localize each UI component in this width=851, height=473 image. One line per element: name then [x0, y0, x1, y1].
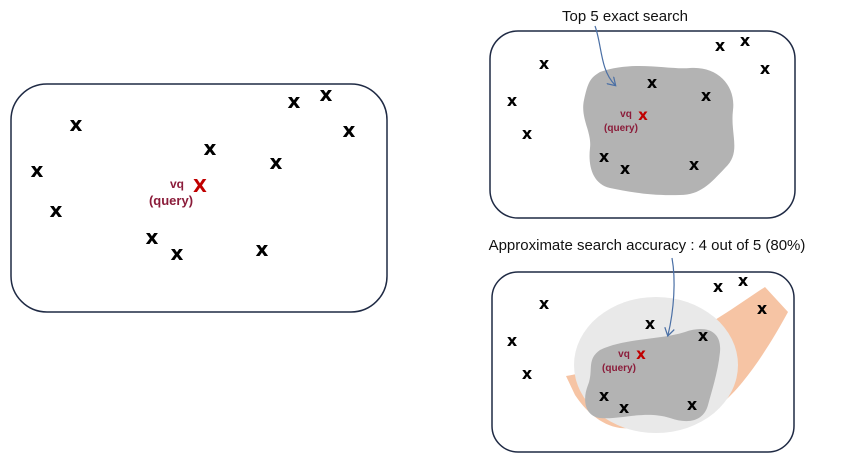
- data-point: x: [647, 73, 658, 92]
- exact-search-query: x vq (query): [604, 106, 648, 134]
- data-point: x: [204, 136, 217, 160]
- approx-search-caption: Approximate search accuracy : 4 out of 5…: [489, 237, 806, 254]
- exact-caption-arrow: [594, 25, 615, 85]
- data-point: x: [599, 147, 610, 166]
- data-point: x: [70, 112, 83, 136]
- data-point: x: [645, 314, 656, 333]
- data-point: x: [288, 89, 301, 113]
- query-label-vq: vq: [618, 349, 630, 360]
- exact-top5-region: [583, 65, 735, 196]
- data-point: x: [740, 31, 751, 50]
- exact-search-panel: Top 5 exact search x x x x x x x x x x x…: [489, 8, 796, 219]
- approx-search-panel: Approximate search accuracy : 4 out of 5…: [489, 237, 806, 453]
- exact-search-caption: Top 5 exact search: [562, 8, 688, 25]
- data-point: x: [757, 299, 768, 318]
- data-point: x: [31, 158, 44, 182]
- full-space-frame: [10, 83, 388, 313]
- approx-search-points: x x x x x x x x x x x: [507, 271, 768, 417]
- data-point: x: [713, 277, 724, 296]
- approx-search-query: x vq (query): [602, 345, 646, 374]
- data-point: x: [270, 150, 283, 174]
- data-point: x: [171, 241, 184, 265]
- data-point: x: [50, 198, 63, 222]
- data-point: x: [539, 294, 550, 313]
- query-label-query: (query): [149, 193, 193, 208]
- data-point: x: [620, 159, 631, 178]
- data-point: x: [698, 326, 709, 345]
- exact-search-points: x x x x x x x x x x x: [507, 31, 771, 178]
- data-point: x: [599, 386, 610, 405]
- data-point: x: [715, 36, 726, 55]
- data-point: x: [343, 118, 356, 142]
- data-point: x: [522, 124, 533, 143]
- approx-top5-region: [585, 329, 721, 422]
- query-point: x: [638, 106, 648, 124]
- query-label-vq: vq: [170, 177, 184, 191]
- data-point: x: [320, 82, 333, 106]
- full-space-panel: x x x x x x x x x x x X vq (query): [10, 82, 388, 313]
- data-point: x: [738, 271, 749, 290]
- data-point: x: [256, 237, 269, 261]
- data-point: x: [146, 225, 159, 249]
- data-point: x: [522, 364, 533, 383]
- data-point: x: [760, 59, 771, 78]
- data-point: x: [701, 86, 712, 105]
- query-point: x: [636, 345, 646, 363]
- data-point: x: [507, 331, 518, 350]
- data-point: x: [619, 398, 630, 417]
- data-point: x: [539, 54, 550, 73]
- query-label-query: (query): [602, 363, 636, 374]
- query-label-query: (query): [604, 123, 638, 134]
- data-point: x: [687, 395, 698, 414]
- data-point: x: [507, 91, 518, 110]
- data-point: x: [689, 155, 700, 174]
- approx-caption-arrow: [668, 257, 675, 335]
- query-label-vq: vq: [620, 109, 632, 120]
- query-point: X: [193, 176, 207, 197]
- full-space-query: X vq (query): [149, 176, 207, 208]
- full-space-points: x x x x x x x x x x x: [31, 82, 356, 265]
